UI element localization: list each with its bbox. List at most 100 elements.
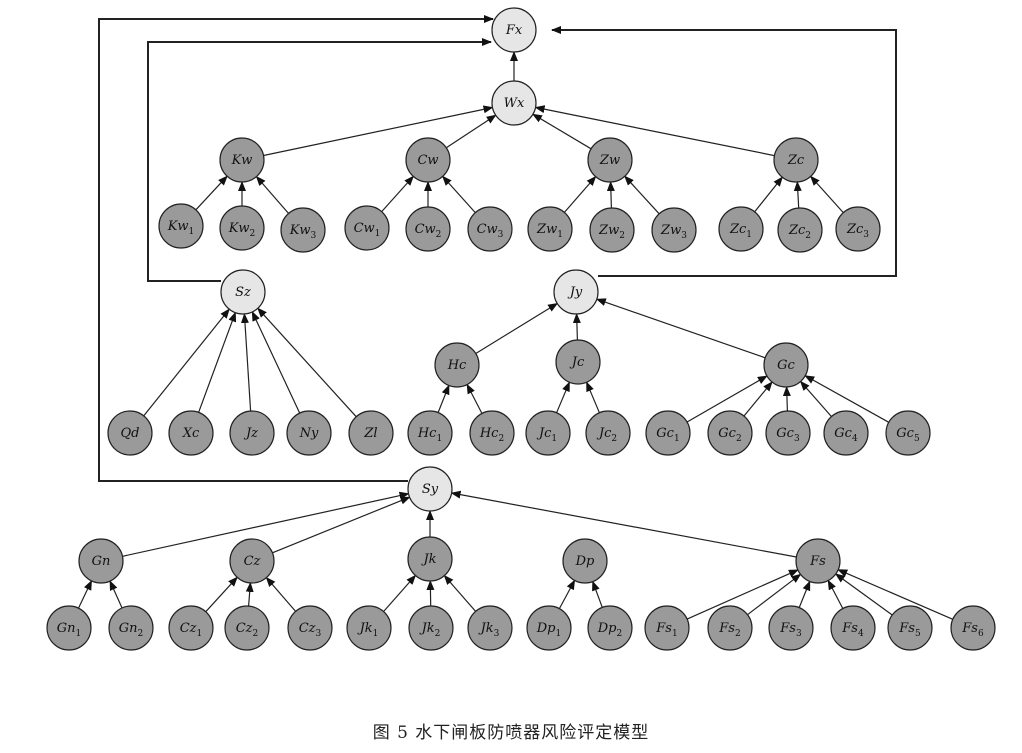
node-label: Jk2 (419, 621, 441, 639)
node-Kw3: Kw3 (280, 207, 326, 253)
node-Jc2: Jc2 (585, 410, 631, 456)
node-label-subscript: 2 (617, 629, 623, 639)
node-label: Gn2 (119, 621, 144, 639)
node-label: Cz1 (180, 621, 203, 639)
node-label-main: Gc (777, 358, 795, 373)
edge-Jy-to-Fx (551, 26, 897, 277)
edge-Cz1-to-Cz (205, 576, 238, 613)
node-label: Jk (420, 552, 436, 567)
node-label: Dp (575, 554, 595, 569)
node-label-main: Cz (299, 621, 316, 636)
node-circle (344, 205, 390, 251)
edge-Fs3-to-Fs (798, 580, 811, 608)
edge-Kw3-to-Kw (255, 175, 289, 214)
node-Zw3: Zw3 (651, 207, 697, 253)
node-label: Jc1 (536, 426, 557, 444)
node-Jc: Jc (555, 339, 601, 385)
node-label-main: Jy (567, 285, 583, 300)
node-circle (219, 137, 265, 183)
node-label-subscript: 1 (76, 629, 82, 639)
node-Gc3: Gc3 (765, 410, 811, 456)
node-circle (777, 207, 823, 253)
node-circle (526, 605, 572, 651)
node-label-subscript: 2 (805, 231, 811, 241)
node-label: Zw (599, 153, 620, 168)
node-circle (219, 205, 265, 251)
node-label: Fs3 (779, 621, 802, 639)
node-circle (158, 203, 204, 249)
node-Fs6: Fs6 (950, 605, 996, 651)
node-label-main: Jc (536, 426, 552, 441)
node-label-subscript: 1 (746, 230, 752, 240)
node-label-subscript: 3 (498, 230, 504, 240)
node-circle (78, 538, 124, 584)
node-label: Cw3 (477, 222, 504, 240)
node-Fs5: Fs5 (887, 605, 933, 651)
node-label-subscript: 2 (250, 229, 256, 239)
node-Fx: Fx (491, 7, 537, 53)
node-Kw2: Kw2 (219, 205, 265, 251)
node-label-main: Gc (718, 426, 736, 441)
node-label: Gc (777, 358, 795, 373)
node-label: Kw3 (289, 223, 317, 241)
node-label-subscript: 3 (311, 231, 317, 241)
node-label-main: Hc (417, 426, 437, 441)
node-label: Cw (417, 153, 438, 168)
node-Gc2: Gc2 (707, 410, 753, 456)
node-label-main: Fx (505, 23, 523, 38)
node-Cz1: Cz1 (168, 605, 214, 651)
node-label-main: Hc (447, 358, 467, 373)
node-label-main: Dp (536, 621, 556, 636)
node-Jk1: Jk1 (346, 605, 392, 651)
node-circle (407, 410, 453, 456)
node-label-main: Sy (422, 482, 439, 497)
node-label-main: Gn (119, 621, 138, 636)
node-Zc3: Zc3 (835, 206, 881, 252)
node-label: Gc3 (776, 426, 800, 444)
node-circle (407, 536, 453, 582)
node-label-subscript: 1 (674, 434, 680, 444)
node-circle (644, 605, 690, 651)
node-circle (407, 466, 453, 512)
node-label-main: Fs (655, 621, 672, 636)
node-circle (108, 605, 154, 651)
node-label: Hc2 (479, 426, 504, 444)
node-label: Xc (182, 426, 200, 441)
node-label: Jc2 (596, 426, 617, 444)
node-circle (491, 80, 537, 126)
node-Jz: Jz (229, 410, 275, 456)
node-circle (835, 206, 881, 252)
node-label: Fs4 (841, 621, 864, 639)
edge-Zc2-to-Zc (793, 181, 802, 209)
edge-Jc-to-Jy (572, 313, 581, 341)
node-label-subscript: 1 (556, 629, 562, 639)
edge-Jk3-to-Jk (443, 574, 477, 612)
node-Jk: Jk (407, 536, 453, 582)
edge-Gn-to-Sy (122, 491, 410, 557)
node-Fs4: Fs4 (830, 605, 876, 651)
node-circle (46, 605, 92, 651)
node-circle (405, 206, 451, 252)
node-label: Fs5 (898, 621, 921, 639)
node-Cw: Cw (405, 137, 451, 183)
node-Xc: Xc (168, 410, 214, 456)
node-label-main: Cz (236, 621, 253, 636)
edge-Zc3-to-Zc (810, 175, 844, 214)
node-label: Cw1 (354, 221, 381, 239)
node-label-subscript: 1 (189, 227, 195, 237)
edge-Jz-to-Sz (240, 313, 252, 412)
node-label-main: Fs (718, 621, 735, 636)
node-Kw: Kw (219, 137, 265, 183)
node-label-main: Zc (788, 223, 806, 238)
node-circle (830, 605, 876, 651)
node-circle (286, 410, 332, 456)
node-circle (950, 605, 996, 651)
node-label: Fs2 (718, 621, 740, 639)
node-Hc2: Hc2 (469, 410, 515, 456)
node-label: Gc5 (896, 426, 920, 444)
node-label: Kw (231, 153, 253, 168)
node-circle (346, 605, 392, 651)
node-label-main: Qd (121, 426, 140, 441)
node-label-subscript: 5 (915, 629, 921, 639)
